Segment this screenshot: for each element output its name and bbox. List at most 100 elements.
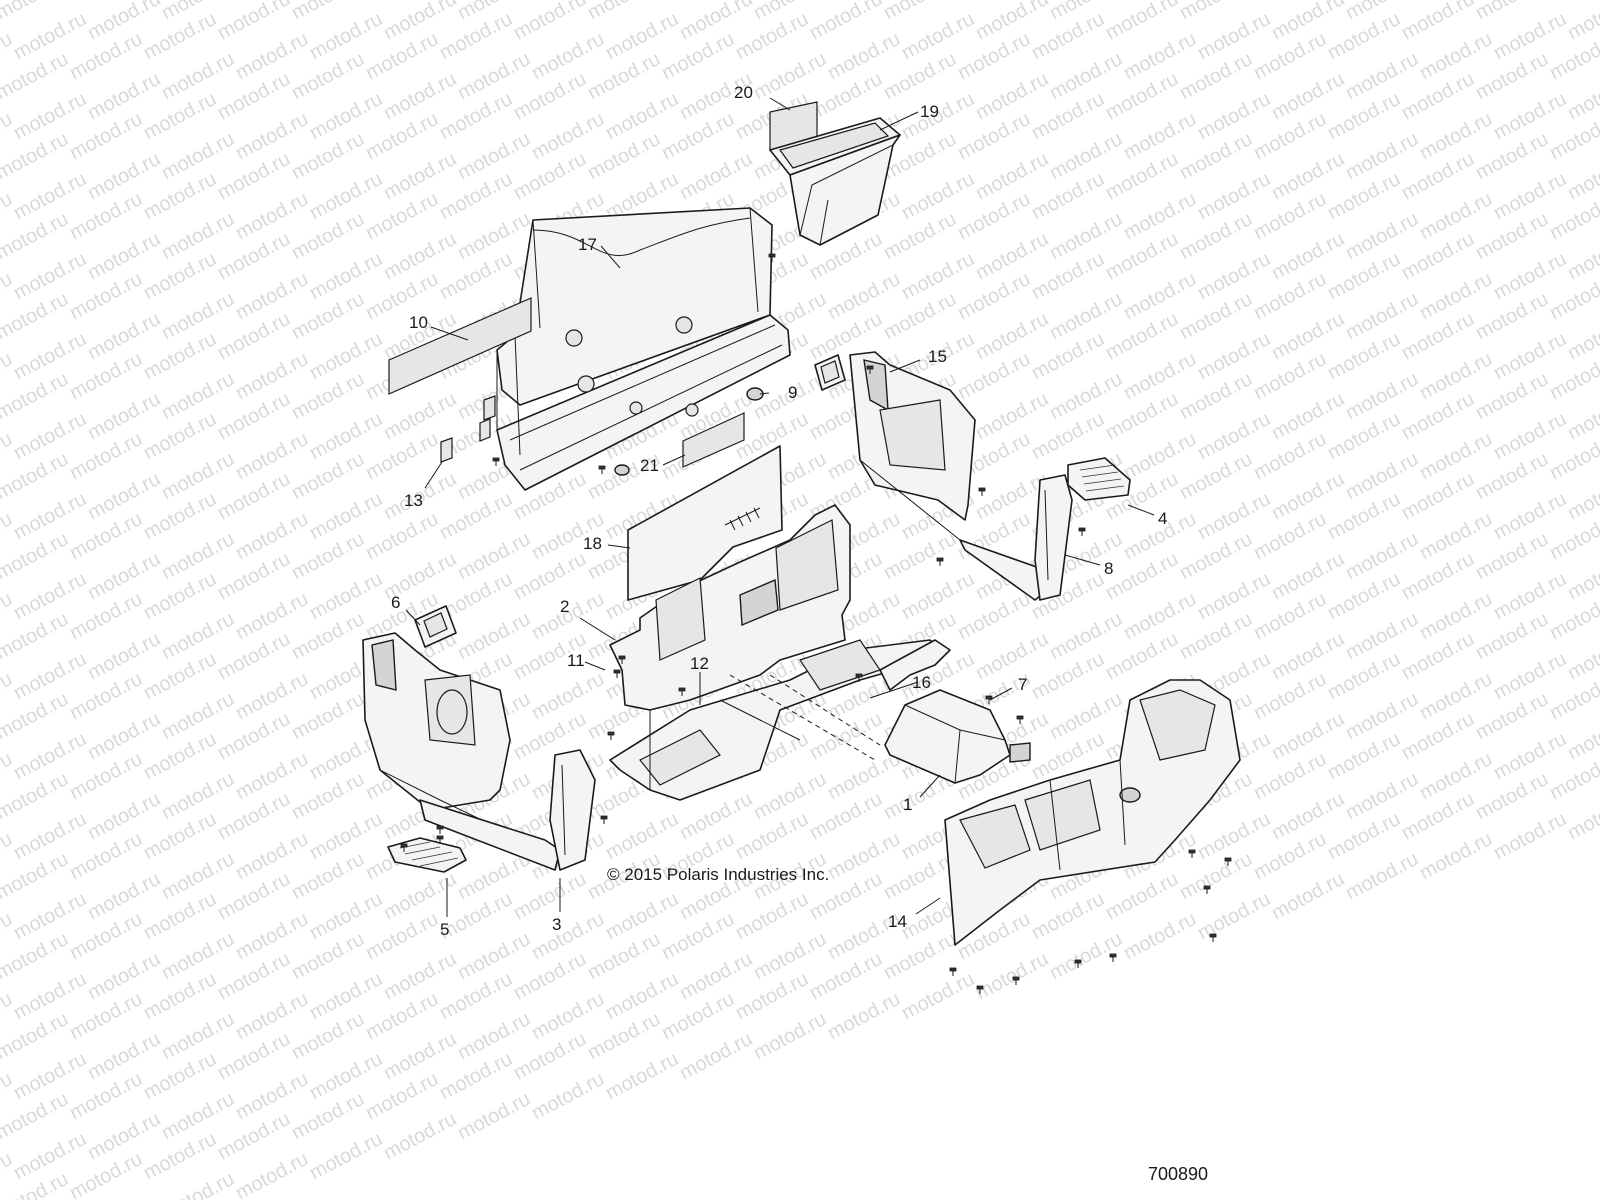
fastener-head xyxy=(598,465,606,470)
watermark-text: motod.ru xyxy=(972,948,1052,1004)
callout-7: 7 xyxy=(1018,675,1027,694)
part-4-foot-step xyxy=(1067,457,1131,501)
callout-12: 12 xyxy=(690,654,709,673)
fastener-head xyxy=(607,731,615,736)
callout-2: 2 xyxy=(560,597,569,616)
watermark-text: motod.ru xyxy=(1490,808,1570,864)
part-5-foot-step xyxy=(387,837,467,873)
watermark-text: motod.ru xyxy=(0,608,72,664)
fastener-head xyxy=(1109,953,1117,958)
copyright-notice: © 2015 Polaris Industries Inc. xyxy=(607,865,829,884)
watermark-text: motod.ru xyxy=(0,128,72,184)
watermark-text: motod.ru xyxy=(0,368,72,424)
callout-13: 13 xyxy=(404,491,423,510)
callout-15: 15 xyxy=(928,347,947,366)
callout-20: 20 xyxy=(734,83,753,102)
fastener-head xyxy=(436,825,444,830)
part-21-decal xyxy=(682,412,745,468)
fastener-head xyxy=(1012,976,1020,981)
part-15-plate xyxy=(814,354,846,391)
callout-9: 9 xyxy=(788,383,797,402)
callout-8: 8 xyxy=(1104,559,1113,578)
fastener-head xyxy=(1203,885,1211,890)
watermark-text: motod.ru xyxy=(1194,888,1274,944)
fastener-head xyxy=(976,985,984,990)
fastener-head xyxy=(613,669,621,674)
watermark-text: motod.ru xyxy=(454,1088,534,1144)
part-16-floor-plate xyxy=(879,639,951,691)
part-13-decal xyxy=(440,395,496,463)
part-19-storage-bin xyxy=(769,117,901,246)
watermark-text: motod.ru xyxy=(0,288,72,344)
callout-21: 21 xyxy=(640,456,659,475)
watermark-text: motod.ru xyxy=(750,1008,830,1064)
part-9-grommet xyxy=(614,387,764,476)
fastener-head xyxy=(1188,849,1196,854)
part-3-left-side-panel xyxy=(362,632,596,871)
watermark-text: motod.ru xyxy=(1342,848,1422,904)
callout-10: 10 xyxy=(409,313,428,332)
fastener-head xyxy=(978,487,986,492)
watermark-text: motod.ru xyxy=(528,1068,608,1124)
watermark-text: motod.ru xyxy=(0,688,72,744)
callout-11: 11 xyxy=(567,651,585,670)
watermark-text: motod.ru xyxy=(380,1108,460,1164)
watermark-text: motod.ru xyxy=(0,1008,72,1064)
part-18-insulation-panel xyxy=(627,445,783,601)
part-17-rear-panel xyxy=(496,207,791,491)
callout-5: 5 xyxy=(440,920,449,939)
fastener-head xyxy=(949,967,957,972)
part-8-right-side-panel xyxy=(849,351,1073,601)
watermark-text: motod.ru xyxy=(306,1128,386,1184)
fastener-head xyxy=(1209,933,1217,938)
fastener-head xyxy=(985,695,993,700)
watermark-text: motod.ru xyxy=(0,1148,16,1200)
watermark-text: motod.ru xyxy=(0,768,72,824)
watermark-text: motod.ru xyxy=(824,988,904,1044)
fastener-head xyxy=(768,253,776,258)
callout-3: 3 xyxy=(552,915,561,934)
watermark-text: motod.ru xyxy=(1120,908,1200,964)
part-14-front-floor xyxy=(944,679,1241,946)
part-6-plate xyxy=(414,605,457,648)
watermark-text: motod.ru xyxy=(1416,828,1496,884)
watermark-text: motod.ru xyxy=(1268,868,1348,924)
callout-18: 18 xyxy=(583,534,602,553)
fastener-head xyxy=(1078,527,1086,532)
callout-17: 17 xyxy=(578,235,597,254)
callout-16: 16 xyxy=(912,673,931,692)
callout-19: 19 xyxy=(920,102,939,121)
watermark-text: motod.ru xyxy=(0,208,72,264)
drawing-number: 700890 xyxy=(1148,1164,1208,1184)
callouts: 20 19 17 10 9 13 21 18 15 4 8 6 2 11 12 … xyxy=(391,83,1167,939)
watermark-text: motod.ru xyxy=(676,1028,756,1084)
watermark-text: motod.ru xyxy=(0,448,72,504)
callout-6: 6 xyxy=(391,593,400,612)
watermark-text: motod.ru xyxy=(898,968,978,1024)
part-1-console-cover xyxy=(884,689,1031,784)
fastener-head xyxy=(678,687,686,692)
part-2-rear-floor xyxy=(609,504,941,801)
fastener-head xyxy=(855,673,863,678)
leader-lines xyxy=(405,97,1155,917)
watermark-text: motod.ru xyxy=(232,1148,312,1200)
watermark-text: motod.ru xyxy=(1564,0,1600,44)
fastener-head xyxy=(866,365,874,370)
fastener-head xyxy=(936,557,944,562)
fastener-head xyxy=(400,843,408,848)
fastener-head xyxy=(492,457,500,462)
fastener-head xyxy=(436,835,444,840)
fastener-head xyxy=(1074,959,1082,964)
guide-lines xyxy=(729,674,881,761)
watermark-text: motod.ru xyxy=(0,848,72,904)
fastener-head xyxy=(618,655,626,660)
watermark-text: motod.ru xyxy=(0,928,72,984)
watermark-text: motod.ru xyxy=(0,1088,72,1144)
watermark-text: motod.ru xyxy=(1546,0,1600,4)
watermark-text: motod.ru xyxy=(0,528,72,584)
callout-14: 14 xyxy=(888,912,907,931)
watermark-text: motod.ru xyxy=(0,48,72,104)
fasteners xyxy=(400,253,1232,994)
callout-1: 1 xyxy=(903,795,912,814)
